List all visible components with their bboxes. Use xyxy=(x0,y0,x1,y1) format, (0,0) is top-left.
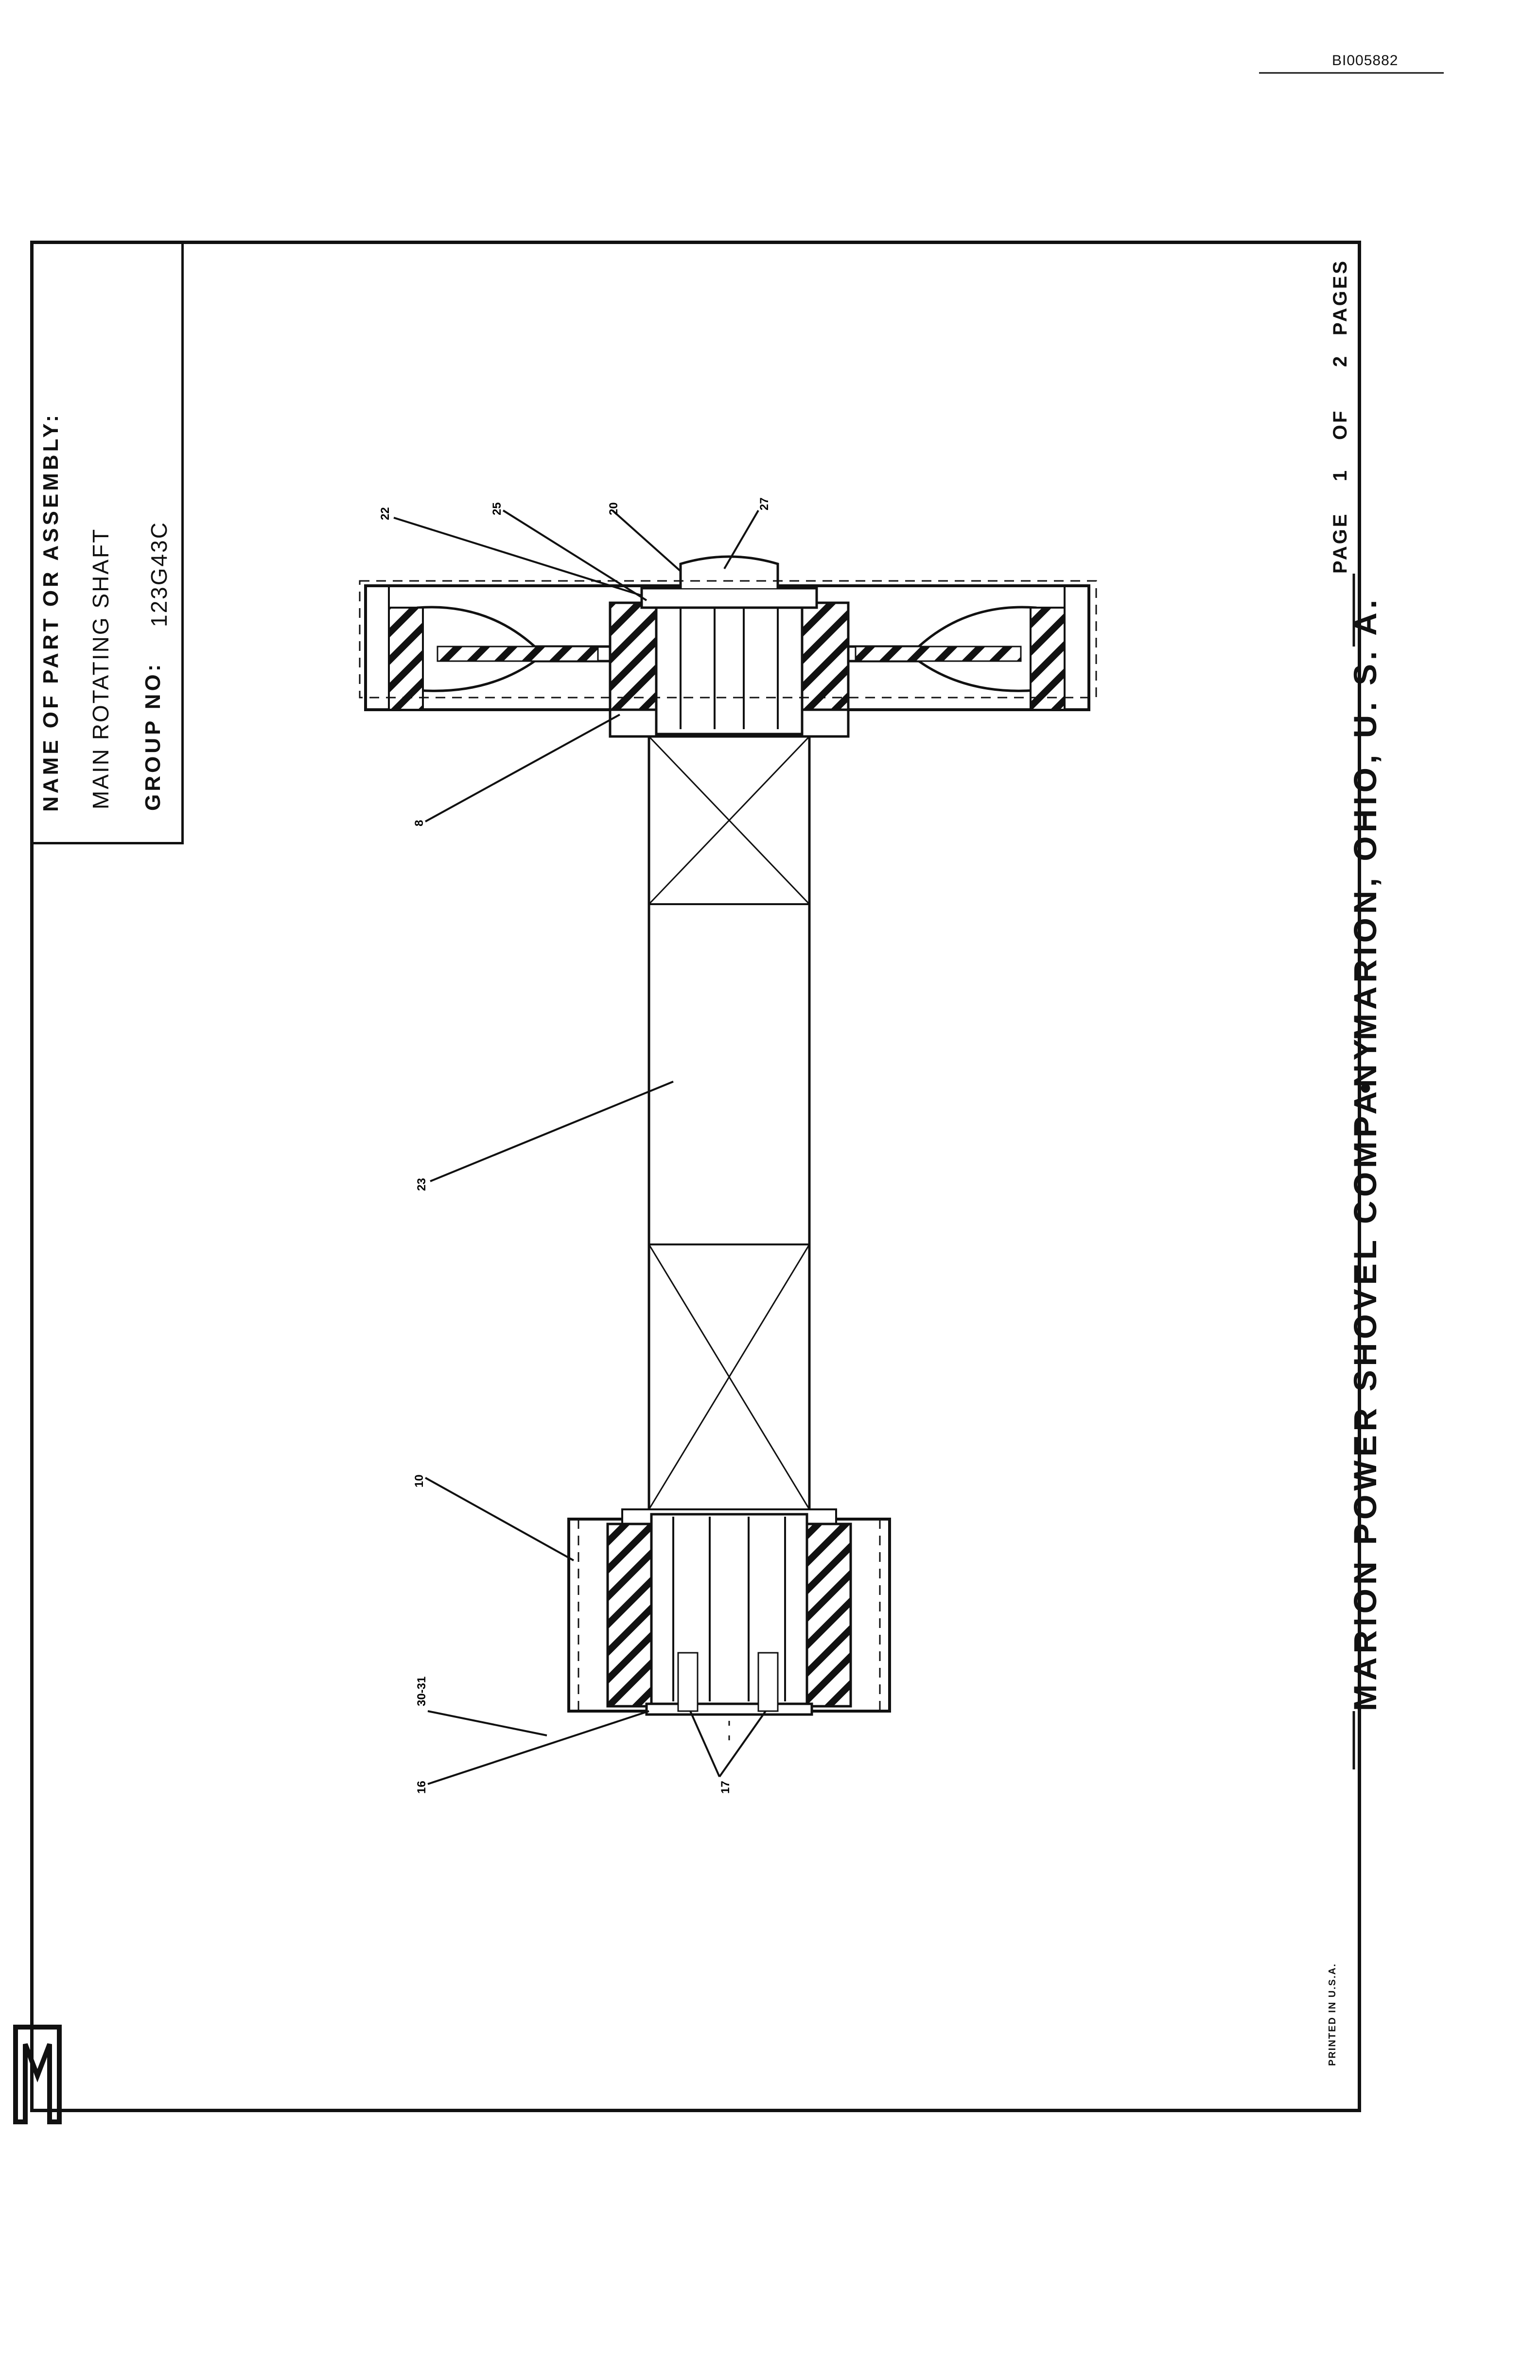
callout-17: 17 xyxy=(719,1781,732,1794)
leader-lines xyxy=(393,509,767,1785)
title-block xyxy=(30,241,184,844)
callout-16: 16 xyxy=(415,1781,428,1794)
drawing-frame xyxy=(30,241,1361,2112)
callout-20: 20 xyxy=(607,502,620,515)
company-logo xyxy=(11,2022,64,2127)
callout-25: 25 xyxy=(490,502,504,515)
callout-30-31: 30-31 xyxy=(415,1677,428,1706)
logo-mark-icon xyxy=(13,2025,62,2124)
callout-27: 27 xyxy=(758,497,771,510)
callout-23: 23 xyxy=(415,1178,428,1191)
main-shaft xyxy=(648,735,811,1513)
callout-22: 22 xyxy=(379,507,392,520)
upper-gear xyxy=(359,555,1097,738)
callout-10: 10 xyxy=(413,1474,426,1488)
callout-8: 8 xyxy=(413,820,426,826)
document-id: BI005882 xyxy=(1332,52,1399,69)
lower-pinion xyxy=(567,1508,891,1716)
